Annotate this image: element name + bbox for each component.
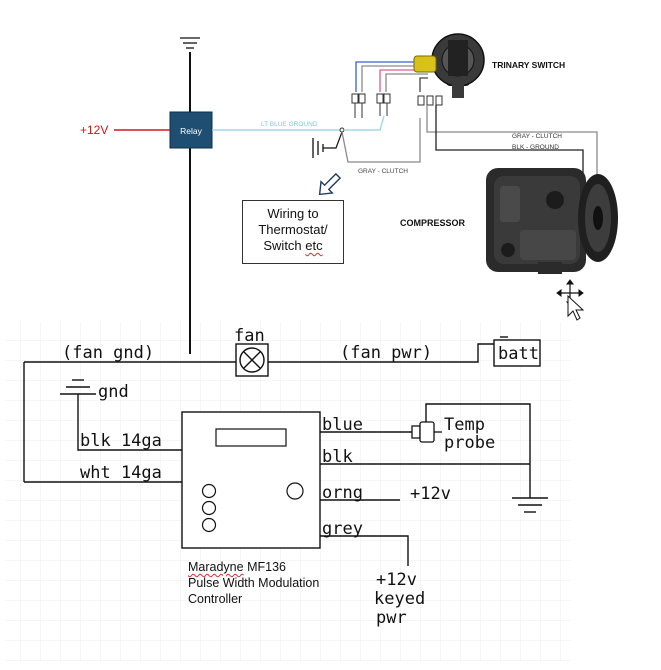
wiring-note-box: Wiring to Thermostat/ Switch etc [242, 200, 344, 264]
wiring-note-line3: Switch etc [243, 238, 343, 254]
wiring-note-line1: Wiring to [267, 206, 319, 221]
controller-caption-maradyne: Maradyne [188, 560, 244, 574]
controller-display [215, 428, 287, 447]
ground-branch-wire [323, 131, 343, 149]
blk-ground-label: BLK - GROUND [512, 144, 559, 151]
fan-x [243, 351, 261, 369]
temp-label: Temp [444, 415, 485, 435]
fan-circle [239, 347, 265, 373]
fan-label: fan [234, 326, 265, 346]
blue-label: blue [322, 415, 363, 435]
switch-harness [355, 61, 428, 92]
probe-label: probe [444, 433, 495, 453]
controller-caption-line1: Maradyne MF136 [188, 559, 368, 575]
keyed-line1: +12v [376, 570, 417, 590]
keyed-line3: pwr [376, 608, 407, 628]
gray-clutch-label-right: GRAY - CLUTCH [512, 133, 562, 140]
fan-pwr-wire [268, 343, 494, 363]
controller-led-1 [201, 483, 217, 499]
blk-14ga-label: blk 14ga [80, 431, 162, 451]
controller-knob[interactable] [286, 482, 304, 500]
grey-wire [320, 535, 409, 566]
battery-box[interactable] [493, 339, 541, 367]
relay-label: Relay [180, 126, 202, 136]
controller-caption: Maradyne MF136 Pulse Width Modulation Co… [188, 559, 368, 607]
harness-connectors [351, 93, 443, 118]
compressor-label: COMPRESSOR [400, 218, 466, 228]
wiring-note-line2: Thermostat/ [258, 222, 328, 237]
top-ground-symbol [180, 37, 200, 49]
orng-label: orng [322, 483, 363, 503]
blk-ground-wire [435, 105, 584, 178]
batt-label: batt [498, 344, 539, 364]
side-ground-symbol [312, 138, 324, 158]
trinary-switch-label: TRINARY SWITCH [492, 60, 565, 70]
compressor-image [486, 168, 618, 274]
blk-14ga-wire [77, 394, 182, 451]
orng-plus12v-label: +12v [410, 484, 451, 504]
temp-probe-symbol[interactable] [411, 421, 442, 443]
wht-14ga-label: wht 14ga [80, 463, 162, 483]
trinary-switch-image [413, 33, 485, 98]
controller-led-3 [201, 517, 217, 533]
controller-led-2 [201, 500, 217, 516]
right-ground-symbol [512, 497, 548, 513]
controller-caption-line3: Controller [188, 592, 243, 606]
temp-probe-wire [425, 403, 531, 464]
lt-blue-to-switch [344, 115, 385, 131]
controller-caption-line2: Pulse Width Modulation [188, 576, 320, 590]
fan-gnd-label: (fan gnd) [62, 343, 154, 363]
controller-caption-model: MF136 [243, 560, 286, 574]
splice-point [339, 127, 345, 133]
gnd-label: gnd [98, 382, 129, 402]
keyed-line2: keyed [374, 589, 425, 609]
lt-blue-ground-label: LT BLUE GROUND [261, 121, 318, 128]
pointer-arrow [318, 172, 342, 196]
grey-label: grey [322, 519, 363, 539]
blk-label: blk [322, 447, 353, 467]
mouse-cursor-icon [556, 279, 585, 321]
wiring-note-line3b: etc [305, 238, 323, 253]
gray-clutch-wire-right [426, 105, 598, 178]
plus12-label: +12V [80, 123, 108, 137]
wiring-note-line3a: Switch [263, 238, 306, 253]
gray-clutch-wire-left [341, 118, 421, 163]
gray-clutch-label-left: GRAY - CLUTCH [358, 168, 408, 175]
fan-pwr-label: (fan pwr) [340, 343, 432, 363]
